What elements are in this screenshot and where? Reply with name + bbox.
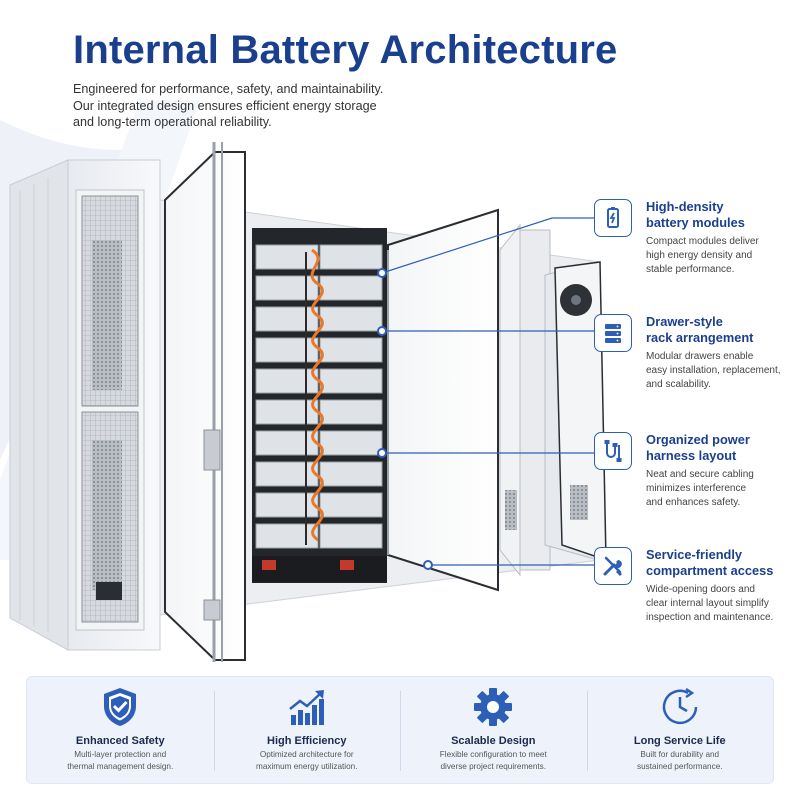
benefit-description: Multi-layer protection and thermal manag… <box>67 750 174 771</box>
callout-dot <box>423 560 433 570</box>
rightmost-door <box>544 261 607 562</box>
right-open-door <box>387 208 499 592</box>
feature-description: Compact modules deliver high energy dens… <box>646 236 759 275</box>
callout-lines <box>381 217 594 566</box>
cable-harness-icon <box>594 432 632 470</box>
feature-title: Organized power harness layout <box>646 432 750 463</box>
feature-title: Service-friendly compartment access <box>646 547 774 578</box>
benefit-title: Long Service Life <box>633 735 726 747</box>
benefit-enhanced-safety: Enhanced Safety Multi-layer protection a… <box>27 677 214 783</box>
feature-description: Wide-opening doors and clear internal la… <box>646 584 774 623</box>
gear-icon <box>474 688 513 726</box>
subtitle-line: Engineered for performance, safety, and … <box>73 82 384 96</box>
feature-description: Modular drawers enable easy installation… <box>646 351 781 390</box>
tools-icon <box>594 547 632 585</box>
callout-dot <box>377 448 387 458</box>
shield-check-icon <box>104 688 137 726</box>
benefit-title: Enhanced Safety <box>75 735 165 747</box>
clock-icon <box>662 687 697 725</box>
feature-description: Neat and secure cabling minimizes interf… <box>646 469 754 508</box>
page-subtitle: Engineered for performance, safety, and … <box>73 81 403 131</box>
benefit-description: Optimized architecture for maximum energ… <box>256 750 358 771</box>
benefit-long-service-life: Long Service Life Built for durability a… <box>586 677 774 783</box>
battery-rack <box>252 228 387 583</box>
benefit-scalable-design: Scalable Design Flexible configuration t… <box>400 677 587 783</box>
battery-container-illustration <box>9 142 607 662</box>
callout-dot <box>377 268 387 278</box>
subtitle-line: and long-term operational reliability. <box>73 115 272 129</box>
bar-chart-growth-icon <box>288 690 324 725</box>
feature-title: High-density battery modules <box>646 199 745 230</box>
benefit-description: Flexible configuration to meet diverse p… <box>439 750 547 771</box>
callout-dot <box>377 326 387 336</box>
benefit-title: Scalable Design <box>451 735 536 747</box>
benefit-high-efficiency: High Efficiency Optimized architecture f… <box>213 677 401 783</box>
benefits-panel: Enhanced Safety Multi-layer protection a… <box>26 676 774 784</box>
container-left-end <box>9 159 161 651</box>
battery-icon <box>594 199 632 237</box>
subtitle-line: Our integrated design ensures efficient … <box>73 98 377 113</box>
server-rack-icon <box>594 314 632 352</box>
page-title: Internal Battery Architecture <box>73 28 618 72</box>
left-open-door <box>164 142 246 662</box>
second-bay-door <box>499 223 551 577</box>
feature-title: Drawer-style rack arrangement <box>646 314 754 345</box>
benefit-description: Built for durability and sustained perfo… <box>636 750 723 771</box>
benefit-title: High Efficiency <box>267 735 347 747</box>
